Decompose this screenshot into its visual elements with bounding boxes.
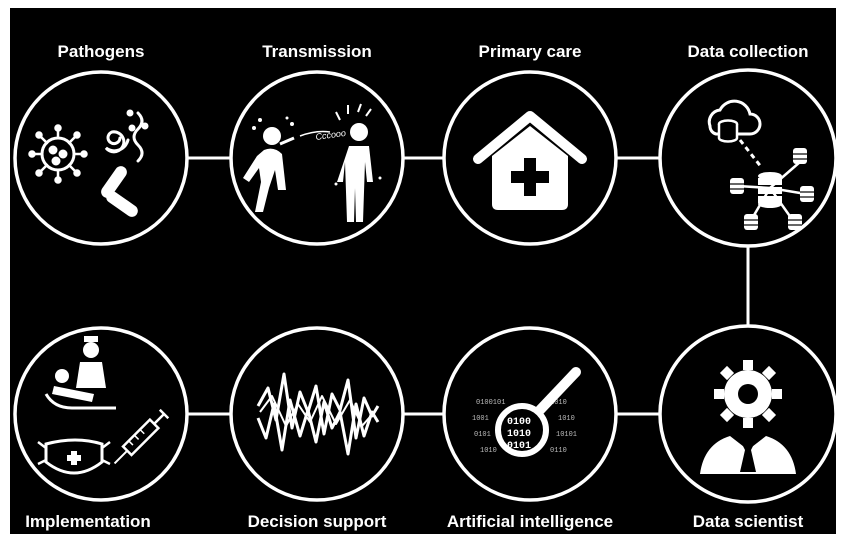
- binary-text-3: 1001: [472, 415, 489, 423]
- binary-text-7: 1010: [480, 447, 497, 455]
- transmission-icon: Cccooo: [243, 103, 382, 222]
- label-transmission: Transmission: [262, 42, 372, 61]
- svg-text:0101: 0101: [507, 441, 531, 452]
- binary-text-6: 10101: [556, 431, 577, 439]
- label-data-scientist: Data scientist: [693, 512, 804, 531]
- diagram-canvas: Pathogens Transmission Primary care Data…: [10, 8, 836, 534]
- binary-text-4: 1010: [558, 415, 575, 423]
- doctor-patient-mask-syringe-icon: [37, 336, 170, 475]
- label-primary-care: Primary care: [478, 42, 581, 61]
- person-gear-icon: [700, 360, 796, 474]
- house-medical-icon: [473, 111, 587, 210]
- diagram-svg: Pathogens Transmission Primary care Data…: [13, 42, 836, 531]
- pathogens-icon: [28, 109, 149, 217]
- svg-text:1010: 1010: [507, 429, 531, 440]
- label-pathogens: Pathogens: [58, 42, 145, 61]
- svg-text:0100: 0100: [507, 417, 531, 428]
- label-data-collection: Data collection: [688, 42, 809, 61]
- binary-text-2: 1010: [550, 399, 567, 407]
- label-decision-support: Decision support: [248, 512, 387, 531]
- node-data-collection-circle: [658, 68, 836, 248]
- binary-text-8: 0110: [550, 447, 567, 455]
- waveform-icon: [256, 372, 380, 456]
- database-network-icon: [707, 99, 814, 230]
- binary-text-1: 0100101: [476, 399, 505, 407]
- node-pathogens-circle: [13, 70, 189, 246]
- binary-text-5: 0101: [474, 431, 491, 439]
- magnifier-binary-icon: 0100101 1010 1001 1010 0101 10101 1010 0…: [472, 367, 581, 457]
- node-decision-support-circle: [229, 326, 405, 502]
- node-implementation-circle: [13, 326, 189, 502]
- label-implementation: Implementation: [25, 512, 151, 531]
- connectors: [187, 156, 750, 416]
- label-artificial-intelligence: Artificial intelligence: [447, 512, 613, 531]
